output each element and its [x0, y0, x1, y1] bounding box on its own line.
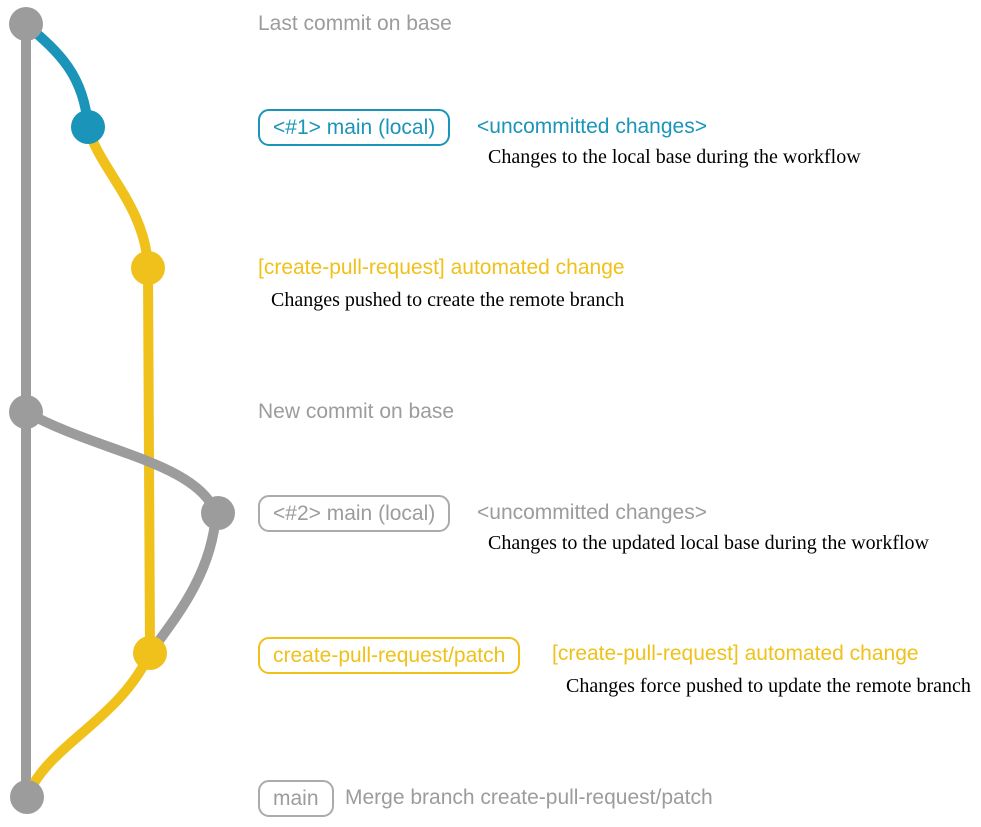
commit-node-local-2: [201, 496, 235, 530]
commit-node-base-last: [9, 7, 43, 41]
automated-change-caption-2: Changes force pushed to update the remot…: [566, 675, 971, 697]
automated-change-title-2: [create-pull-request] automated change: [552, 642, 919, 665]
uncommitted-changes-caption-1: Changes to the local base during the wor…: [488, 146, 861, 168]
merge-into-base-edge: [22, 648, 155, 802]
commit-node-merge: [10, 780, 44, 814]
commit-node-remote-1: [131, 251, 165, 285]
branch-badge-main-local-1: <#1> main (local): [258, 109, 451, 146]
uncommitted-changes-caption-2: Changes to the updated local base during…: [488, 532, 929, 554]
automated-change-title-1: [create-pull-request] automated change: [258, 256, 625, 279]
automated-change-caption-1: Changes pushed to create the remote bran…: [271, 289, 625, 311]
commit-node-remote-2: [133, 636, 167, 670]
new-commit-label: New commit on base: [258, 400, 455, 423]
commit-node-local-1: [71, 110, 105, 144]
uncommitted-changes-title-1: <uncommitted changes>: [477, 115, 707, 138]
force-push-edge: [145, 508, 221, 658]
branch-badge-main-local-2: <#2> main (local): [258, 495, 451, 532]
local-change-edge: [21, 19, 93, 132]
branch-badge-create-pull-request-patch: create-pull-request/patch: [258, 637, 521, 674]
last-commit-label: Last commit on base: [258, 12, 452, 35]
branch-badge-main: main: [258, 780, 334, 817]
commit-node-base-new: [9, 395, 43, 429]
merge-branch-label: Merge branch create-pull-request/patch: [345, 786, 713, 809]
push-remote-edge: [83, 122, 153, 273]
uncommitted-changes-title-2: <uncommitted changes>: [477, 501, 707, 524]
update-local-edge: [21, 407, 221, 518]
